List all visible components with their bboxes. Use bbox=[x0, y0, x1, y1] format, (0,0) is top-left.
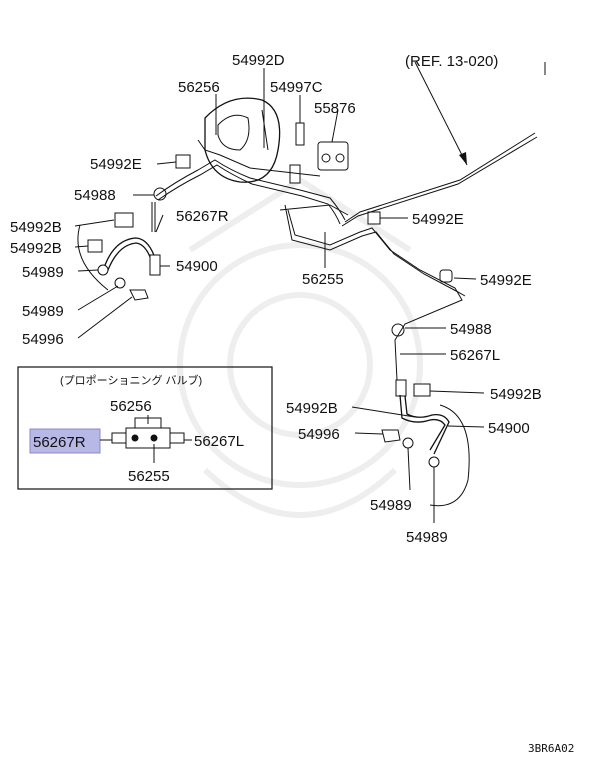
washer-54989-right2 bbox=[428, 456, 440, 468]
label-54992E-mid: 54992E bbox=[412, 211, 464, 228]
label-56255-mid: 56255 bbox=[302, 271, 344, 288]
label-54992B-right1: 54992B bbox=[490, 386, 542, 403]
label-54992E-left: 54992E bbox=[90, 156, 142, 173]
front-left-hose bbox=[77, 212, 161, 301]
label-54989-left2: 54989 bbox=[22, 303, 64, 320]
bolt-54996-left bbox=[129, 289, 149, 301]
brake-booster bbox=[204, 97, 281, 183]
proportioning-valve bbox=[317, 141, 349, 171]
callout-labels: (REF. 13-020) 54992D 56256 54997C 55876 … bbox=[10, 52, 574, 755]
label-54996-left: 54996 bbox=[22, 331, 64, 348]
highlight-56267R bbox=[29, 428, 101, 454]
label-54992B-right2: 54992B bbox=[286, 400, 338, 417]
leader-lines bbox=[74, 61, 546, 523]
clamp-54988-right bbox=[391, 323, 405, 337]
label-54992B-top: 54992B bbox=[10, 219, 62, 236]
label-56267R-top: 56267R bbox=[176, 208, 229, 225]
bolt-54996-right bbox=[381, 429, 401, 443]
label-56267L-right: 56267L bbox=[450, 347, 500, 364]
label-inset-56267R: 56267R bbox=[33, 434, 86, 451]
label-54989-right1: 54989 bbox=[370, 497, 412, 514]
label-54988-left: 54988 bbox=[74, 187, 116, 204]
clip-54992E-right bbox=[439, 269, 453, 283]
label-inset-56255: 56255 bbox=[128, 468, 170, 485]
clip-54992E-mid bbox=[367, 211, 381, 225]
label-55876: 55876 bbox=[314, 100, 356, 117]
label-diagram-code: 3BR6A02 bbox=[528, 742, 574, 755]
label-reference: (REF. 13-020) bbox=[405, 53, 498, 70]
hose-fitting-left bbox=[149, 254, 161, 276]
label-inset-56267L: 56267L bbox=[194, 433, 244, 450]
label-54900-right: 54900 bbox=[488, 420, 530, 437]
label-54992B-mid: 54992B bbox=[10, 240, 62, 257]
washer-54989-right1 bbox=[402, 437, 414, 449]
label-54989-left1: 54989 bbox=[22, 264, 64, 281]
bracket-54992B-mid bbox=[87, 239, 103, 253]
label-54988-right: 54988 bbox=[450, 321, 492, 338]
label-54992E-right: 54992E bbox=[480, 272, 532, 289]
watermark-emblem bbox=[177, 176, 423, 518]
washer-54989-left1 bbox=[97, 264, 109, 276]
label-54996-right: 54996 bbox=[298, 426, 340, 443]
bracket-54992B-right1 bbox=[413, 383, 431, 397]
clip-54992E-left bbox=[175, 154, 191, 169]
hose-fitting-right bbox=[395, 379, 407, 397]
label-56256-top: 56256 bbox=[178, 79, 220, 96]
label-54997C: 54997C bbox=[270, 79, 323, 96]
label-54992D: 54992D bbox=[232, 52, 285, 69]
washer-54989-left2 bbox=[114, 277, 126, 289]
label-inset-56256: 56256 bbox=[110, 398, 152, 415]
label-inset-title: (プロポーショニング バルブ) bbox=[60, 373, 202, 387]
bracket-54992B-top bbox=[114, 212, 134, 228]
brake-lines bbox=[151, 132, 538, 381]
inset-frame bbox=[17, 366, 273, 490]
label-54900-left: 54900 bbox=[176, 258, 218, 275]
label-54989-right2: 54989 bbox=[406, 529, 448, 546]
bolt-54997C bbox=[295, 122, 305, 146]
